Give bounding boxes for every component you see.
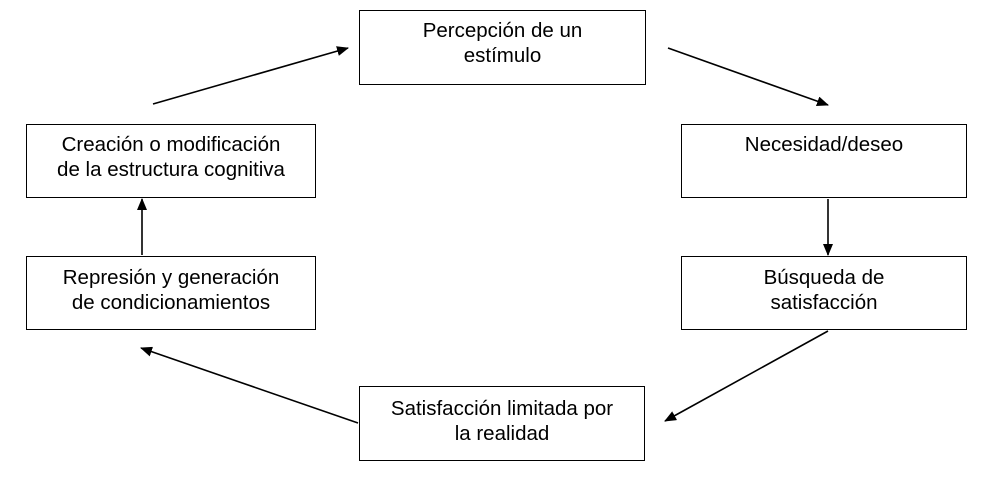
node-percepcion-label: Percepción de un estímulo: [422, 19, 583, 67]
node-busqueda-label: Búsqueda de satisfacción: [763, 266, 885, 314]
node-necesidad: Necesidad/deseo: [681, 124, 967, 198]
node-represion: Represión y generación de condicionamien…: [26, 256, 316, 330]
node-necesidad-label: Necesidad/deseo: [744, 133, 904, 156]
arrow-busqueda-to-satisfaccion: [664, 330, 829, 422]
node-creacion-label: Creación o modificación de la estructura…: [57, 133, 285, 181]
node-busqueda: Búsqueda de satisfacción: [681, 256, 967, 330]
arrow-percepcion-to-necesidad: [667, 47, 829, 107]
arrow-creacion-to-percepcion: [152, 46, 349, 105]
node-percepcion: Percepción de un estímulo: [359, 10, 646, 85]
node-represion-label: Represión y generación de condicionamien…: [62, 266, 280, 314]
node-satisfaccion: Satisfacción limitada por la realidad: [359, 386, 645, 461]
node-creacion: Creación o modificación de la estructura…: [26, 124, 316, 198]
node-satisfaccion-label: Satisfacción limitada por la realidad: [390, 397, 614, 445]
arrow-satisfaccion-to-represion: [140, 346, 359, 424]
